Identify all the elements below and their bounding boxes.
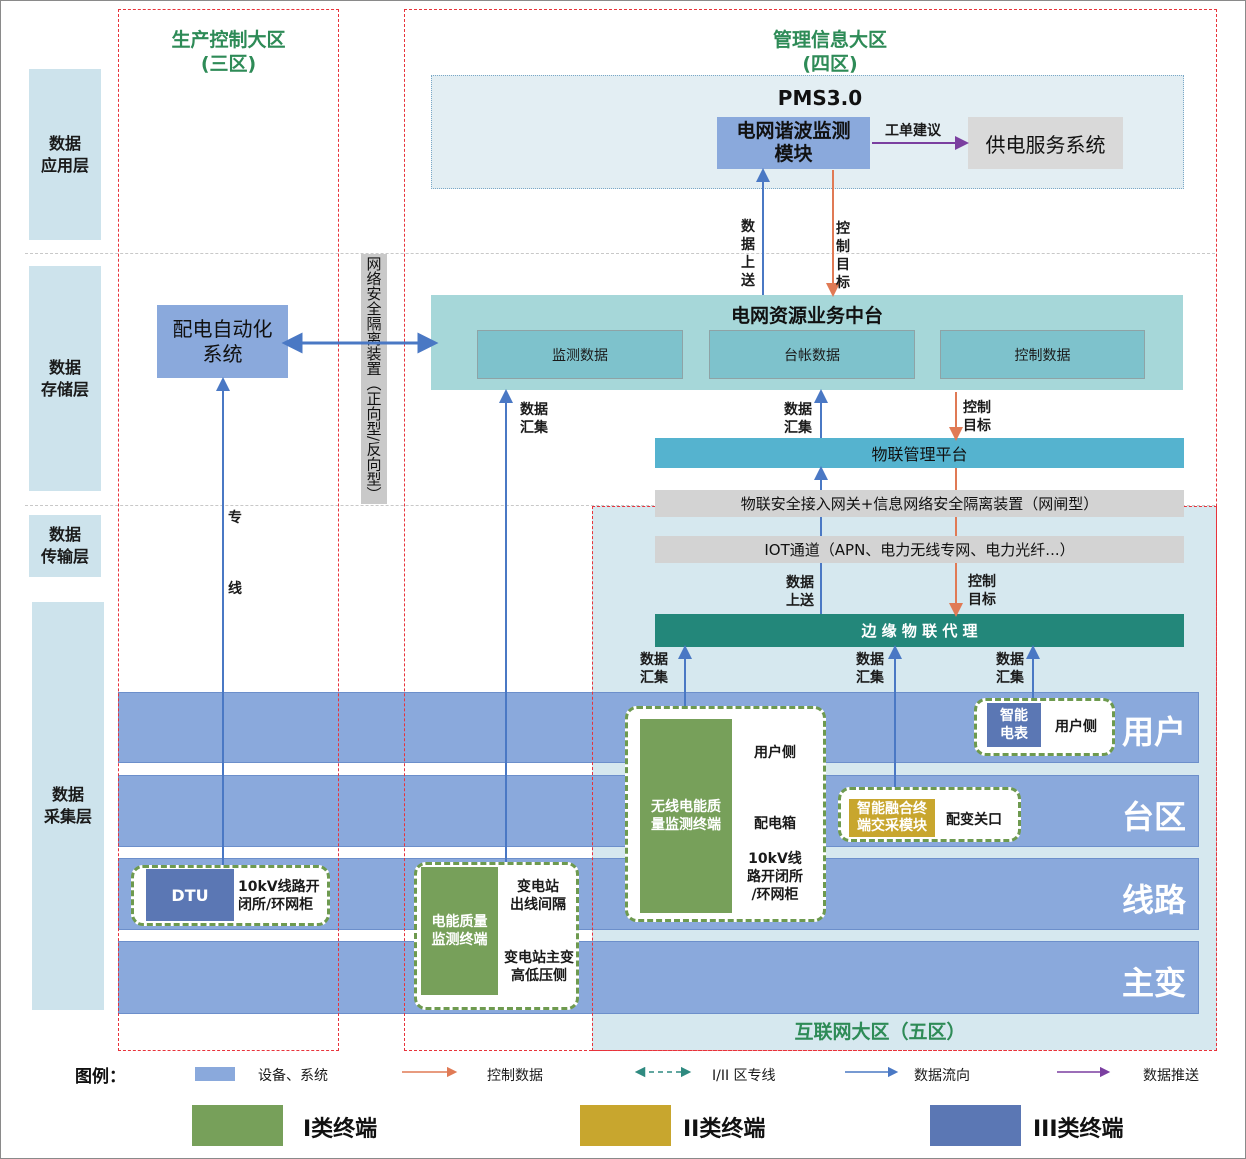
label-control-target-pms: 控 制 目 标 bbox=[836, 221, 850, 291]
legend-flow-label: 数据流向 bbox=[914, 1068, 970, 1084]
isolation-device[interactable]: 网络安全隔离装置（正向型/反向型） bbox=[361, 254, 387, 504]
label-control-target-edge: 控制 目标 bbox=[968, 574, 996, 608]
harmonic-module[interactable]: 电网谐波监测 模块 bbox=[717, 117, 870, 169]
smart-meter[interactable]: 智能 电表 bbox=[987, 703, 1041, 747]
fusion-terminal[interactable]: 智能融合终 端交采模块 bbox=[849, 799, 935, 837]
control-data-box[interactable]: 控制数据 bbox=[940, 330, 1145, 379]
meter-desc: 用户侧 bbox=[1055, 719, 1097, 735]
iot-mgmt-platform[interactable]: 物联管理平台 bbox=[655, 438, 1184, 468]
band-label-transformer: 主变 bbox=[1122, 964, 1187, 1002]
pq-desc-transformer: 变电站主变 高低压侧 bbox=[504, 950, 574, 984]
ledger-data-box[interactable]: 台帐数据 bbox=[709, 330, 915, 379]
zone-production bbox=[118, 9, 339, 1051]
label-control-target-iot: 控制 目标 bbox=[963, 400, 991, 434]
label-data-collect-iot: 数据 汇集 bbox=[784, 402, 812, 436]
legend-control-label: 控制数据 bbox=[487, 1068, 543, 1084]
label-data-collect-wireless: 数据 汇集 bbox=[640, 652, 668, 686]
dtu-terminal[interactable]: DTU bbox=[146, 869, 234, 921]
zone-title-internet: 互联网大区（五区） bbox=[794, 1021, 966, 1043]
pms-title: PMS3.0 bbox=[777, 86, 863, 110]
pq-terminal[interactable]: 电能质量 监测终端 bbox=[421, 867, 498, 995]
legend-class3-swatch bbox=[930, 1105, 1021, 1146]
zone-title-management: 管理信息大区 (四区) bbox=[772, 29, 887, 75]
distribution-automation-system[interactable]: 配电自动化 系统 bbox=[157, 305, 288, 378]
legend-class1-label: I类终端 bbox=[303, 1117, 378, 1142]
wireless-terminal[interactable]: 无线电能质 量监测终端 bbox=[640, 719, 732, 913]
layer-separator bbox=[25, 505, 1215, 506]
iot-channel[interactable]: IOT通道（APN、电力无线专网、电力光纤...） bbox=[655, 536, 1184, 563]
wireless-desc-box: 配电箱 bbox=[754, 816, 796, 832]
layer-separator bbox=[25, 253, 1215, 254]
wireless-desc-user: 用户侧 bbox=[754, 745, 796, 761]
fusion-desc: 配变关口 bbox=[946, 812, 1002, 828]
layer-storage: 数据 存储层 bbox=[29, 266, 101, 491]
label-dedicated-2: 线 bbox=[228, 581, 242, 597]
band-label-line: 线路 bbox=[1122, 881, 1187, 919]
label-data-collect-meter: 数据 汇集 bbox=[996, 652, 1024, 686]
resource-platform-title: 电网资源业务中台 bbox=[730, 305, 883, 327]
layer-application: 数据 应用层 bbox=[29, 69, 101, 240]
legend-class2-swatch bbox=[580, 1105, 671, 1146]
edge-iot-agent[interactable]: 边 缘 物 联 代 理 bbox=[655, 614, 1184, 647]
band-label-area: 台区 bbox=[1122, 798, 1187, 836]
dtu-desc: 10kV线路开 闭所/环网柜 bbox=[238, 879, 320, 913]
legend-title: 图例： bbox=[75, 1067, 126, 1087]
layer-collection: 数据 采集层 bbox=[32, 602, 104, 1010]
legend-class3-label: III类终端 bbox=[1033, 1117, 1124, 1142]
isolation-device-label: 网络安全隔离装置（正向型/反向型） bbox=[364, 256, 383, 502]
label-dedicated-1: 专 bbox=[228, 510, 242, 526]
legend-class1-swatch bbox=[192, 1105, 283, 1146]
legend-device-label: 设备、系统 bbox=[258, 1068, 328, 1084]
legend-device-swatch bbox=[195, 1067, 235, 1081]
monitor-data-box[interactable]: 监测数据 bbox=[477, 330, 683, 379]
band-transformer bbox=[118, 941, 1199, 1014]
security-gateway[interactable]: 物联安全接入网关+信息网络安全隔离装置（网闸型） bbox=[655, 490, 1184, 517]
legend-class2-label: II类终端 bbox=[683, 1117, 766, 1142]
pq-desc-outlet: 变电站 出线间隔 bbox=[510, 879, 566, 913]
label-data-upload-edge: 数据 上送 bbox=[786, 575, 814, 609]
legend-push-label: 数据推送 bbox=[1143, 1068, 1199, 1084]
label-data-collect-fusion: 数据 汇集 bbox=[856, 652, 884, 686]
layer-transport: 数据 传输层 bbox=[29, 515, 101, 577]
label-data-upload-pms: 数 据 上 送 bbox=[741, 219, 755, 289]
wireless-desc-line: 10kV线 路开闭所 /环网柜 bbox=[747, 851, 803, 903]
work-order-label: 工单建议 bbox=[885, 123, 941, 139]
power-service-system[interactable]: 供电服务系统 bbox=[968, 117, 1123, 169]
legend-dedicated-label: I/II 区专线 bbox=[712, 1068, 776, 1084]
zone-title-production: 生产控制大区 (三区) bbox=[171, 29, 286, 75]
band-label-user: 用户 bbox=[1122, 713, 1187, 751]
label-data-collect-pq: 数据 汇集 bbox=[520, 402, 548, 436]
